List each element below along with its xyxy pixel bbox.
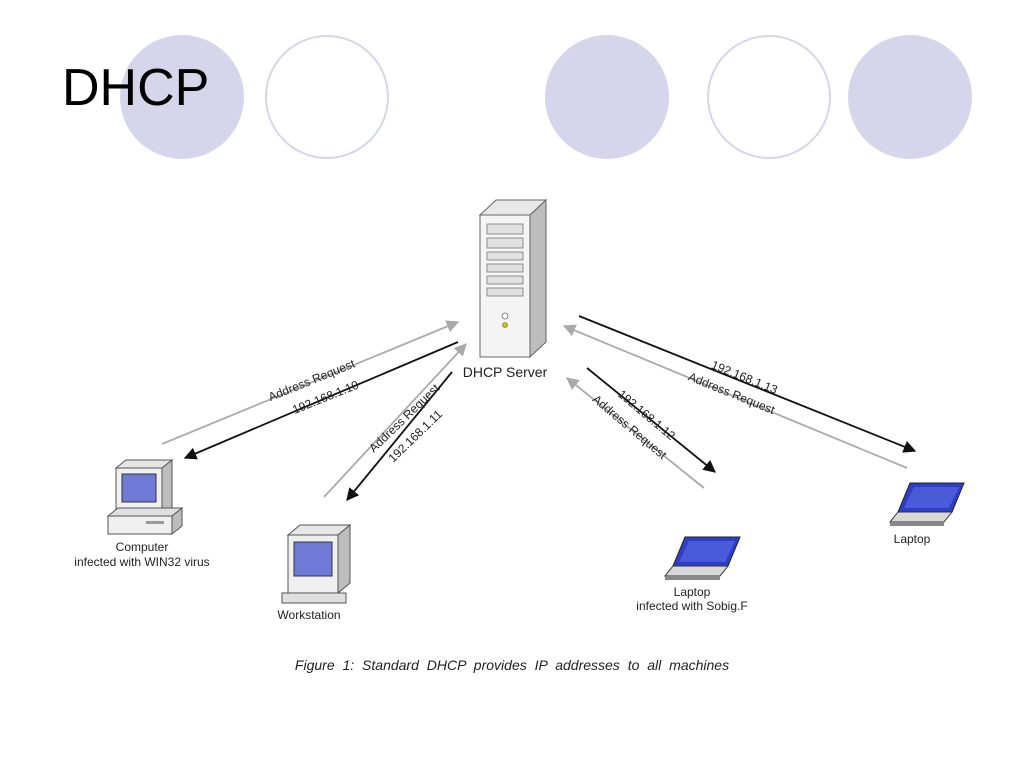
laptop-icon: [888, 482, 965, 526]
arrow-reply-laptop: [578, 315, 917, 453]
laptop-sobig-label-line1: Laptop: [674, 585, 711, 599]
computer-label-line1: Computer: [116, 540, 169, 554]
server-label: DHCP Server: [463, 364, 548, 380]
laptop-sobig-icon: [663, 536, 741, 580]
slide-title: DHCP: [62, 59, 210, 117]
computer-label-line2: infected with WIN32 virus: [74, 555, 209, 569]
arrow-request-laptop: [562, 324, 908, 469]
laptop-sobig-label-line2: infected with Sobig.F: [636, 599, 747, 613]
workstation-icon: [281, 523, 352, 604]
workstation-label: Workstation: [277, 608, 340, 622]
figure-caption: Figure 1: Standard DHCP provides IP addr…: [294, 657, 730, 673]
arrow-reply-workstation: [346, 371, 453, 501]
decor-circle-5: [848, 35, 972, 159]
decor-circle-2: [265, 35, 389, 159]
arrow-request-workstation: [323, 343, 467, 498]
arrow-request-laptop-sobig: [566, 377, 705, 489]
laptop-label: Laptop: [894, 532, 931, 546]
arrow-reply-computer: [183, 341, 459, 460]
arrow-reply-laptop-sobig: [586, 367, 716, 473]
computer-icon: [106, 458, 184, 536]
arrow-request-computer: [161, 320, 460, 445]
decor-circle-1: [120, 35, 244, 159]
decor-circle-3: [545, 35, 669, 159]
decor-circle-4: [707, 35, 831, 159]
server-icon: [478, 198, 548, 359]
